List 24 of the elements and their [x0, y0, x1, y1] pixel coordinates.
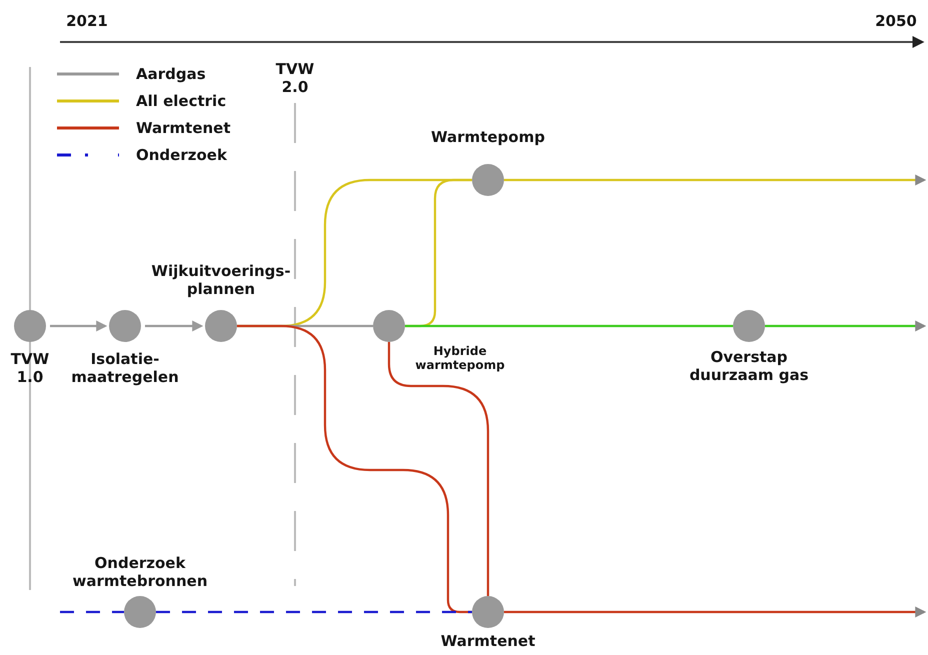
arrow	[145, 320, 204, 332]
node-label: Wijkuitvoerings- plannen	[150, 262, 292, 298]
year-label: 2050	[874, 12, 918, 30]
node-label: TVW 1.0	[10, 350, 50, 386]
milestone-label: TVW 2.0	[274, 60, 316, 96]
legend-label: Onderzoek	[136, 146, 227, 164]
path-line	[156, 610, 472, 614]
path-line	[405, 324, 733, 328]
year-label: 2021	[65, 12, 109, 30]
arrow	[50, 320, 108, 332]
arrow	[504, 174, 926, 186]
node-label: Warmtenet	[440, 632, 536, 650]
node-label: Onderzoek warmtebronnen	[72, 554, 208, 590]
path-line	[60, 610, 124, 614]
arrow	[765, 320, 926, 332]
legend-label: Warmtenet	[136, 119, 231, 137]
node-label: Hybride warmtepomp	[414, 344, 506, 373]
arrow	[504, 606, 926, 618]
node-label: Warmtepomp	[430, 128, 546, 146]
path-line	[388, 342, 490, 596]
legend-label: All electric	[136, 92, 226, 110]
node-label: Overstap duurzaam gas	[688, 348, 810, 384]
legend-label: Aardgas	[136, 65, 206, 83]
node-label: Isolatie- maatregelen	[70, 350, 180, 386]
